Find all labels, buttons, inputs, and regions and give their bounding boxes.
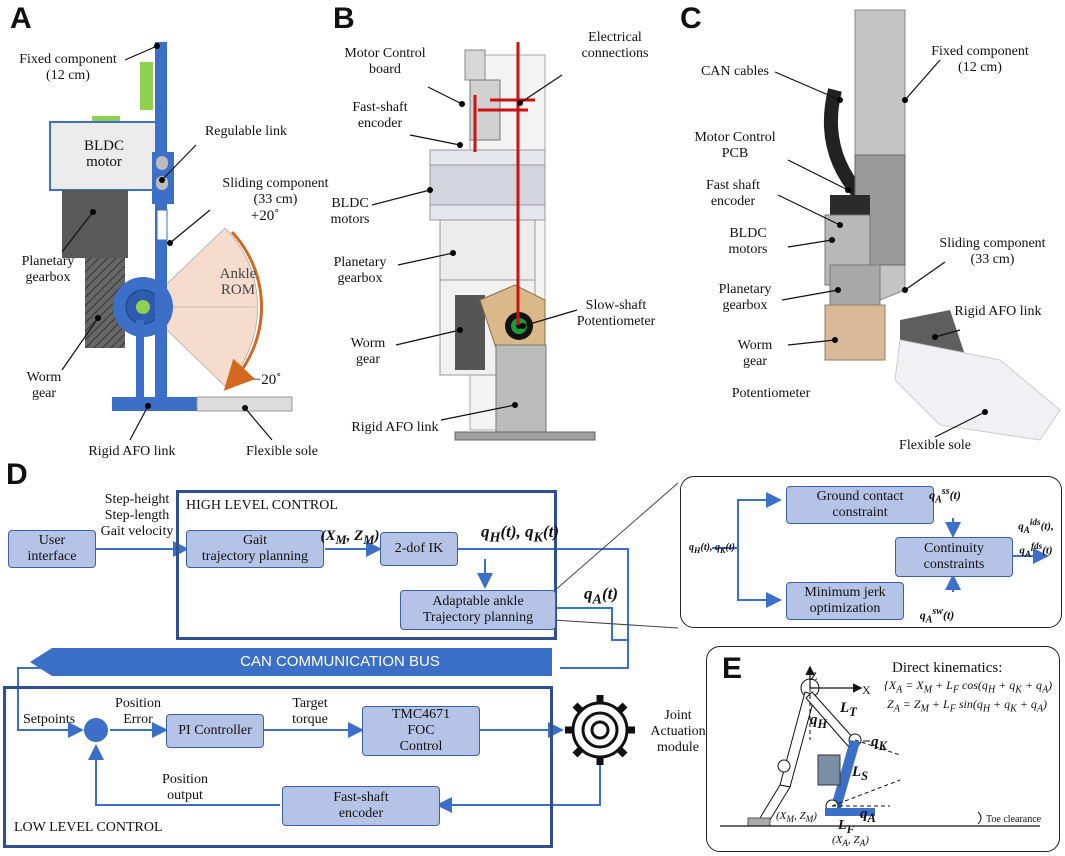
label-c-potentiometer: Potentiometer <box>731 386 811 401</box>
high-level-title: HIGH LEVEL CONTROL <box>186 498 338 513</box>
label-a-plus20: +20˚ <box>250 208 280 224</box>
low-level-control-frame <box>3 686 553 848</box>
panel-e-drawing <box>720 665 1040 827</box>
high-level-control-frame <box>176 490 557 640</box>
label-c-sliding-component: Sliding component(33 cm) <box>939 236 1046 267</box>
panel-b-drawing <box>371 42 596 441</box>
inset-input-label: qH(t), qK(t) <box>689 542 735 555</box>
panel-c-drawing <box>774 9 1061 441</box>
qh-qk-label: qH(t), qK(t) <box>480 522 560 546</box>
label-a-sliding-component: Sliding component(33 cm) <box>222 176 329 207</box>
lt-symbol: LT <box>840 700 857 719</box>
panel-letter-d: D <box>6 458 28 491</box>
can-bus-label: CAN COMMUNICATION BUS <box>240 653 440 670</box>
panel-a-drawing <box>49 42 293 441</box>
pi-controller-box: PI Controller <box>166 714 264 748</box>
setpoints-label: Setpoints <box>22 712 76 727</box>
panel-letter-b: B <box>333 2 355 35</box>
label-a-rigid-afo: Rigid AFO link <box>88 444 176 459</box>
trajectory-inset-frame <box>680 476 1062 628</box>
label-a-flexible-sole: Flexible sole <box>246 444 318 459</box>
qa-symbol: qA <box>860 806 876 825</box>
z-axis-label: Z <box>810 669 818 683</box>
kinematics-equations: {XA = XM + LF cos(qH + qK + qA) ZA = ZM … <box>884 678 1053 715</box>
gear-icon <box>565 695 635 765</box>
label-c-flexible-sole: Flexible sole <box>899 438 971 453</box>
qh-symbol: qH <box>810 712 828 731</box>
panel-letter-c: C <box>680 2 702 35</box>
label-a-fixed-component: Fixed component(12 cm) <box>19 52 117 83</box>
panel-letter-e: E <box>722 652 743 685</box>
qk-symbol: −qK <box>862 734 887 753</box>
toe-clearance-label: Toe clearance <box>986 814 1042 825</box>
ik-box: 2-dof IK <box>380 532 458 566</box>
label-a-regulable-link: Regulable link <box>204 124 288 139</box>
xm-zm-label: (XM, ZM) <box>320 528 380 547</box>
qa-ss-label: qAss(t) <box>929 486 961 506</box>
summing-junction <box>84 718 108 742</box>
label-c-can-cables: CAN cables <box>700 64 770 79</box>
low-level-title: LOW LEVEL CONTROL <box>14 820 163 835</box>
qa-sw-label: qAsw(t) <box>919 606 955 626</box>
xa-za-point: (XA, ZA) <box>832 834 869 849</box>
output-q-label: qAids(t),qAfds(t) <box>1018 517 1054 559</box>
qa-label: qA(t) <box>584 584 618 608</box>
direct-kinematics-title: Direct kinematics: <box>892 660 1003 676</box>
label-c-fixed-component: Fixed component(12 cm) <box>931 44 1029 75</box>
panel-letter-a: A <box>10 2 32 35</box>
xm-zm-point: (XM, ZM) <box>776 810 817 825</box>
ls-symbol: LS <box>852 764 869 783</box>
x-axis-label: X <box>862 683 871 697</box>
kinematics-frame <box>706 646 1060 852</box>
label-c-rigid-afo: Rigid AFO link <box>954 304 1042 319</box>
lf-symbol: LF <box>838 818 855 836</box>
can-bus-arrow <box>30 648 552 676</box>
label-a-minus20: −20˚ <box>252 372 282 388</box>
label-b-rigid-afo: Rigid AFO link <box>351 420 439 435</box>
